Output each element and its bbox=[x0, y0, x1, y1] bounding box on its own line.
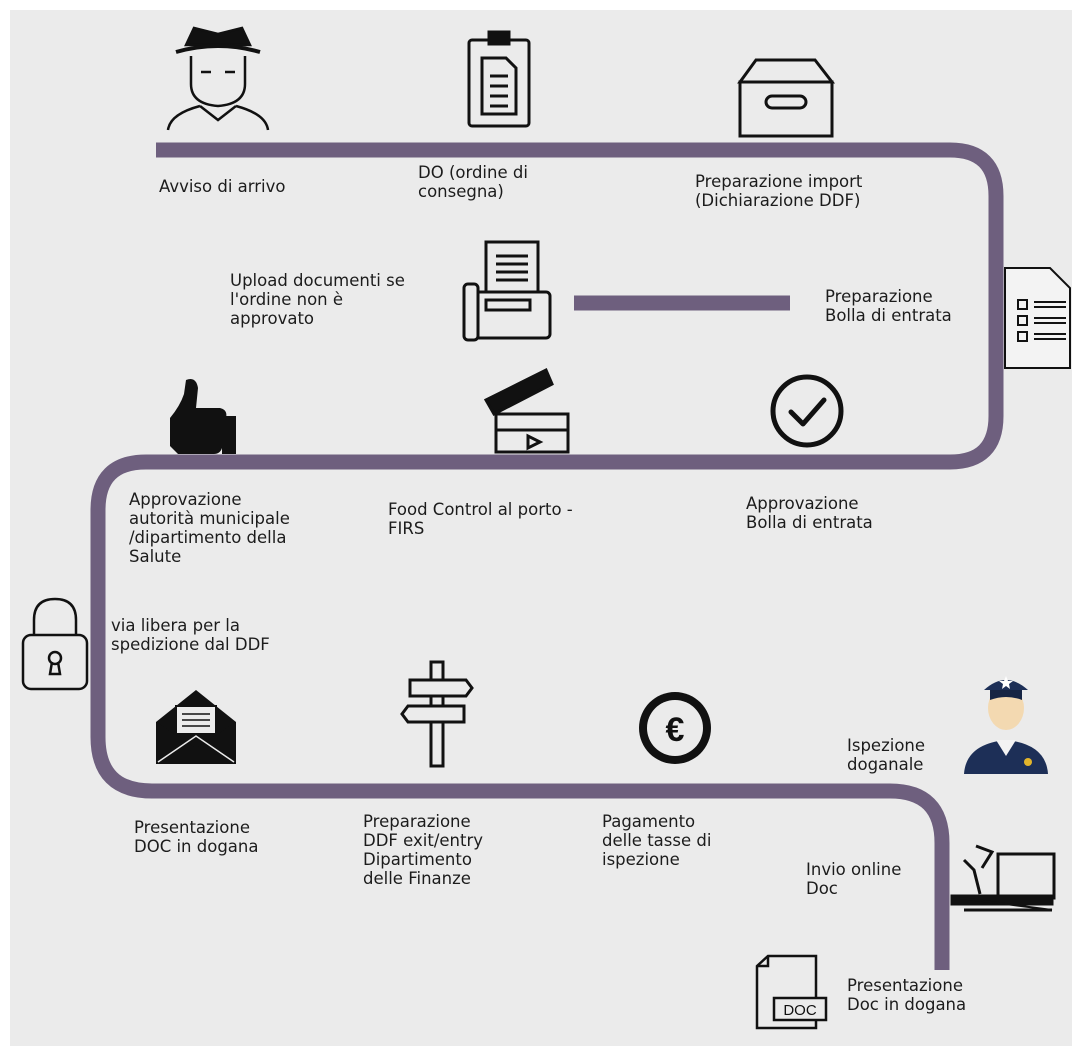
step-label-pagamento: Pagamento delle tasse di ispezione bbox=[602, 812, 711, 869]
step-line: Approvazione bbox=[129, 490, 242, 509]
fax-machine-icon bbox=[462, 240, 552, 342]
step-label-pres-doc: Presentazione DOC in dogana bbox=[134, 818, 258, 856]
step-label-invio: Invio online Doc bbox=[806, 860, 901, 898]
step-line: approvato bbox=[230, 309, 315, 328]
step-line: Food Control al porto - bbox=[388, 500, 573, 519]
step-label-upload: Upload documenti se l'ordine non è appro… bbox=[230, 271, 405, 328]
step-label-approv-bolla: Approvazione Bolla di entrata bbox=[746, 494, 873, 532]
step-line: DOC in dogana bbox=[134, 837, 259, 856]
step-line: DDF exit/entry bbox=[363, 831, 484, 850]
step-line: Preparazione bbox=[825, 287, 933, 306]
clapperboard-icon bbox=[483, 367, 570, 454]
step-line: autorità municipale bbox=[129, 509, 290, 528]
step-line: consegna) bbox=[418, 182, 504, 201]
clipboard-icon bbox=[467, 30, 531, 128]
flow-graphics: € DOC bbox=[21, 26, 1071, 1030]
thumbs-up-icon bbox=[170, 379, 236, 454]
step-line: Bolla di entrata bbox=[825, 306, 952, 325]
step-label-prep-import: Preparazione import (Dichiarazione DDF) bbox=[695, 172, 862, 210]
step-line: Ispezione bbox=[847, 736, 926, 755]
step-line: Doc bbox=[806, 879, 838, 898]
envelope-icon bbox=[156, 690, 236, 764]
step-label-avviso: Avviso di arrivo bbox=[159, 177, 286, 196]
desk-computer-icon bbox=[950, 844, 1056, 912]
step-line: Avviso di arrivo bbox=[159, 177, 286, 196]
step-line: Salute bbox=[129, 547, 182, 566]
step-label-ddf-exit: Preparazione DDF exit/entry Dipartimento… bbox=[363, 812, 483, 888]
step-label-food-control: Food Control al porto - FIRS bbox=[388, 500, 573, 538]
step-label-ispezione: Ispezione doganale bbox=[847, 736, 925, 774]
step-line: Dipartimento bbox=[363, 850, 472, 869]
step-line: Presentazione bbox=[847, 976, 963, 995]
step-line: Doc in dogana bbox=[847, 995, 967, 1014]
step-line: spedizione dal DDF bbox=[111, 635, 270, 654]
process-flow-diagram: € DOC Avviso di arrivo DO (ordine di con… bbox=[10, 10, 1072, 1046]
step-label-approv-mun: Approvazione autorità municipale /dipart… bbox=[129, 490, 290, 566]
flow-path bbox=[90, 142, 1004, 970]
checklist-document-icon bbox=[1004, 267, 1071, 369]
step-line: Invio online bbox=[806, 860, 902, 879]
signpost-icon bbox=[400, 660, 474, 768]
check-circle-icon bbox=[770, 374, 844, 448]
step-line: Pagamento bbox=[602, 812, 696, 831]
euro-coin-icon: € bbox=[639, 692, 711, 764]
step-label-do: DO (ordine di consegna) bbox=[418, 163, 528, 201]
padlock-icon bbox=[21, 597, 89, 691]
step-line: Preparazione bbox=[363, 812, 471, 831]
step-line: l'ordine non è bbox=[230, 290, 344, 309]
step-line: doganale bbox=[847, 755, 924, 774]
step-label-bolla-prep: Preparazione Bolla di entrata bbox=[825, 287, 952, 325]
step-line: Bolla di entrata bbox=[746, 513, 873, 532]
step-line: via libera per la bbox=[111, 616, 240, 635]
step-line: Presentazione bbox=[134, 818, 250, 837]
step-line: delle tasse di bbox=[602, 831, 712, 850]
svg-text:€: € bbox=[666, 711, 685, 749]
step-line: Upload documenti se bbox=[230, 271, 405, 290]
step-line: ispezione bbox=[602, 850, 680, 869]
step-label-pres-doc-final: Presentazione Doc in dogana bbox=[847, 976, 966, 1014]
step-line: Approvazione bbox=[746, 494, 859, 513]
doc-icon-label: DOC bbox=[783, 1002, 817, 1019]
archive-box-icon bbox=[737, 58, 836, 138]
doc-file-icon: DOC bbox=[755, 954, 828, 1030]
step-line: delle Finanze bbox=[363, 869, 471, 888]
step-line: (Dichiarazione DDF) bbox=[695, 191, 861, 210]
step-line: /dipartimento della bbox=[129, 528, 287, 547]
step-label-via-libera: via libera per la spedizione dal DDF bbox=[111, 616, 270, 654]
customs-officer-icon bbox=[964, 676, 1048, 774]
step-line: Preparazione import bbox=[695, 172, 863, 191]
man-with-hat-icon bbox=[166, 26, 270, 131]
step-line: DO (ordine di bbox=[418, 163, 528, 182]
step-line: FIRS bbox=[388, 519, 425, 538]
